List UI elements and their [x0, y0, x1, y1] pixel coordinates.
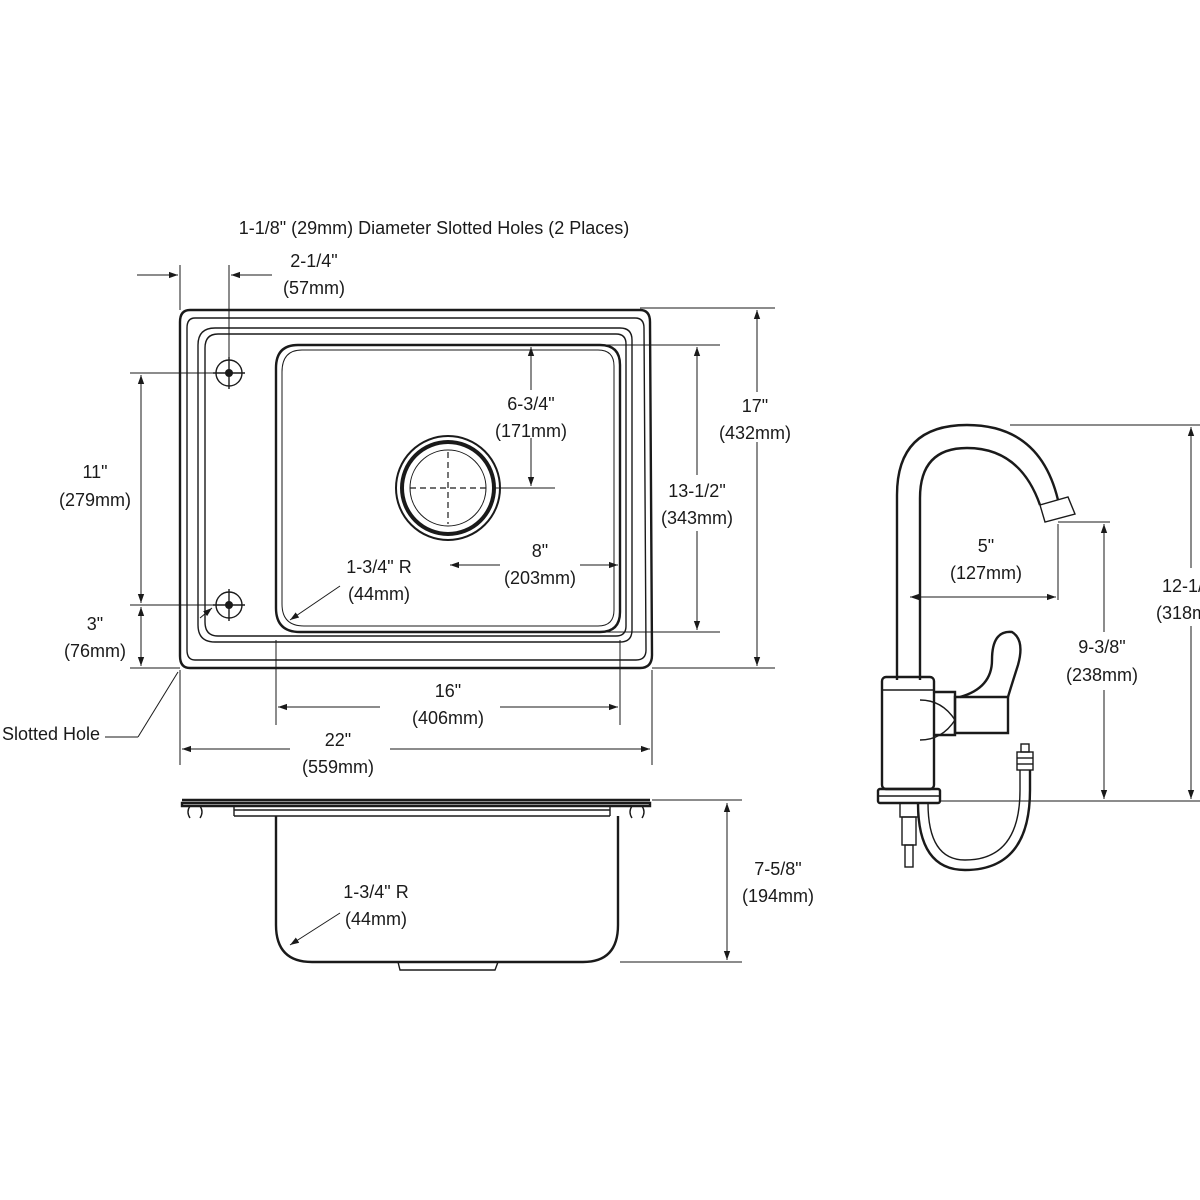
dim-57mm: (57mm)	[283, 278, 345, 298]
dim-11: 11"	[82, 462, 107, 482]
dim-17: 17"	[742, 396, 768, 416]
label-masks	[60, 390, 1200, 775]
extension-lines-top	[130, 265, 775, 765]
dim-171mm: (171mm)	[495, 421, 567, 441]
sink-top-view	[178, 308, 654, 670]
dim-406mm: (406mm)	[412, 708, 484, 728]
dim-279mm: (279mm)	[59, 490, 131, 510]
faucet-side-view	[876, 423, 1076, 872]
dim-44mm-top: (44mm)	[348, 584, 410, 604]
slotted-hole-label: Slotted Hole	[2, 724, 100, 744]
dim-16: 16"	[435, 681, 461, 701]
dim-238mm: (238mm)	[1066, 665, 1138, 685]
dim-13-1-2: 13-1/2"	[668, 481, 725, 501]
dim-559mm: (559mm)	[302, 757, 374, 777]
dim-127mm: (127mm)	[950, 563, 1022, 583]
dimension-labels: 1-1/8" (29mm) Diameter Slotted Holes (2 …	[2, 218, 1200, 929]
dim-343mm: (343mm)	[661, 508, 733, 528]
dim-194mm: (194mm)	[742, 886, 814, 906]
sink-side-view	[180, 798, 652, 971]
dimension-arrows-side	[289, 799, 742, 963]
dim-6-3-4: 6-3/4"	[507, 394, 554, 414]
dim-3: 3"	[87, 614, 103, 634]
dim-432mm: (432mm)	[719, 423, 791, 443]
dim-7-5-8: 7-5/8"	[754, 859, 801, 879]
dim-9-3-8: 9-3/8"	[1078, 637, 1125, 657]
dim-22: 22"	[325, 730, 351, 750]
dim-5: 5"	[978, 536, 994, 556]
dim-318mm: (318m	[1156, 603, 1200, 623]
dim-203mm: (203mm)	[504, 568, 576, 588]
dim-8: 8"	[532, 541, 548, 561]
slotted-hole-bottom	[213, 589, 245, 621]
dim-44mm-bottom: (44mm)	[345, 909, 407, 929]
dim-radius-bottom: 1-3/4" R	[343, 882, 408, 902]
dim-12-1: 12-1/	[1162, 576, 1200, 596]
dim-76mm: (76mm)	[64, 641, 126, 661]
dim-2-1-4: 2-1/4"	[290, 251, 337, 271]
slotted-hole-top	[213, 357, 245, 389]
dim-radius-top: 1-3/4" R	[346, 557, 411, 577]
top-note: 1-1/8" (29mm) Diameter Slotted Holes (2 …	[239, 218, 630, 238]
